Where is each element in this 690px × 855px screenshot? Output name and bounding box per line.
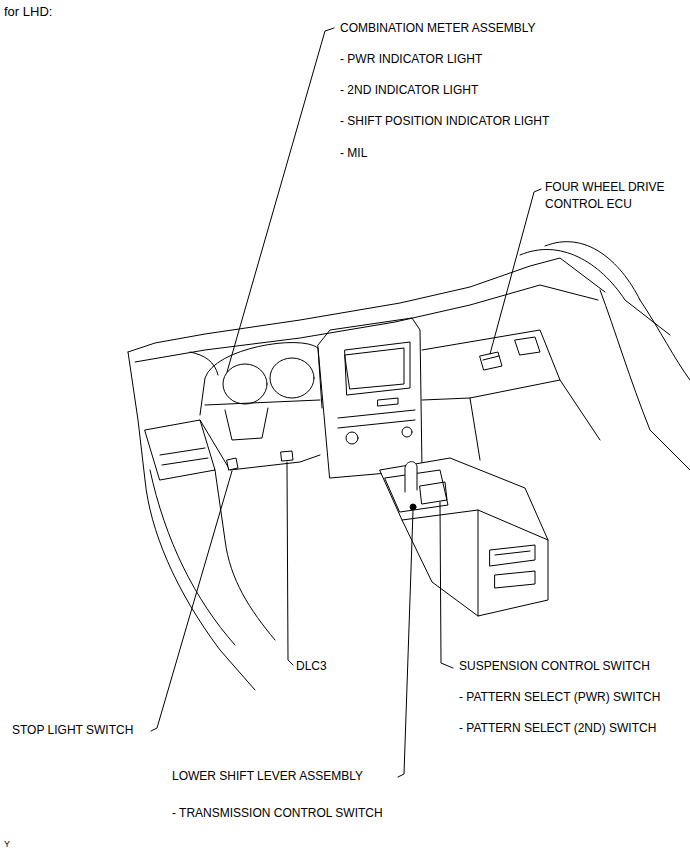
passenger-lower [470, 380, 600, 460]
leader-line [398, 511, 413, 777]
display-screen [345, 342, 410, 395]
leader-line [440, 502, 453, 668]
door-frame-right [600, 290, 690, 470]
dash-top-inner [135, 285, 598, 362]
leader-line [287, 462, 293, 665]
dlc3-symbol [281, 451, 293, 461]
display-inner [345, 348, 404, 389]
part-name: STOP LIGHT SWITCH [12, 722, 133, 739]
part-name: DLC3 [296, 658, 327, 675]
sub-part-name: - PATTERN SELECT (PWR) SWITCH [459, 689, 660, 706]
sub-part-name: - PATTERN SELECT (2ND) SWITCH [459, 720, 656, 737]
right-vent [515, 337, 540, 355]
title: for LHD: [4, 3, 52, 20]
stop-light-switch-symbol [227, 458, 238, 470]
part-name: LOWER SHIFT LEVER ASSEMBLY [172, 768, 363, 785]
transmission-switch [410, 504, 416, 510]
sub-part-name: - 2ND INDICATOR LIGHT [340, 82, 478, 99]
gauge [223, 364, 267, 404]
shift-lever [405, 462, 417, 492]
sub-part-name: - PWR INDICATOR LIGHT [340, 51, 482, 68]
dash-top [128, 258, 605, 352]
sub-part-name: - MIL [340, 145, 367, 162]
left-vent [160, 448, 208, 465]
ecu-detail [483, 356, 499, 360]
door-line-right [640, 300, 690, 380]
part-name: COMBINATION METER ASSEMBLY [340, 20, 536, 37]
meter-hood [200, 343, 322, 415]
leader-line [227, 28, 334, 372]
switch-plate [420, 482, 447, 504]
leader-line [490, 189, 541, 354]
sub-part-name: - TRANSMISSION CONTROL SWITCH [172, 805, 383, 822]
gauge [270, 358, 314, 398]
part-name: FOUR WHEEL DRIVE CONTROL ECU [545, 179, 680, 213]
glovebox-area [422, 330, 560, 400]
rear-vent [495, 571, 535, 588]
figure-code: Y [4, 836, 10, 853]
ecu-symbol [480, 352, 502, 370]
lower-dash [200, 420, 320, 470]
center-console [380, 458, 548, 616]
meter-bottom [205, 400, 320, 405]
button [378, 398, 398, 406]
door-inner-left [150, 470, 235, 645]
console-edges [402, 510, 548, 616]
center-stack [318, 318, 422, 478]
lower-dash-left [215, 470, 275, 640]
knob [402, 427, 412, 437]
steering-column [225, 408, 268, 440]
left-panel [145, 420, 215, 480]
knob [346, 432, 358, 444]
dash-contour [190, 352, 218, 375]
audio-panel [338, 410, 415, 428]
leader-line [151, 471, 232, 731]
part-name: SUSPENSION CONTROL SWITCH [459, 658, 650, 675]
rear-vent [490, 545, 535, 566]
sub-part-name: - SHIFT POSITION INDICATOR LIGHT [340, 113, 549, 130]
